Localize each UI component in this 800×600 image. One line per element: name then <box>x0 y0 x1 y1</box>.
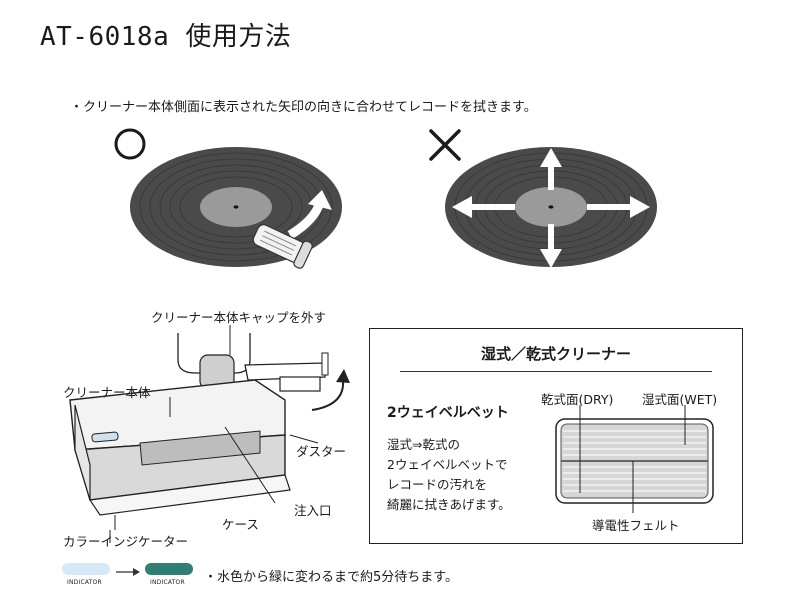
panel-divider <box>400 371 712 372</box>
label-color-indicator: カラーインジケーター <box>63 534 189 549</box>
indicator-after-swatch <box>145 563 193 575</box>
panel-description-line: 綺麗に拭きあげます。 <box>387 497 511 512</box>
cleaner-info-panel <box>369 328 743 544</box>
panel-description-line: 湿式⇒乾式の <box>387 437 460 452</box>
indicator-before-label: INDICATOR <box>67 579 102 586</box>
indicator-before-swatch <box>62 563 110 575</box>
indicator-note: ・水色から緑に変わるまで約5分待ちます。 <box>204 570 458 585</box>
panel-description-line: レコードの汚れを <box>387 477 488 492</box>
correct-mark-icon <box>112 126 148 162</box>
label-inlet: 注入口 <box>294 503 332 518</box>
indicator-after-label: INDICATOR <box>150 579 185 586</box>
incorrect-mark-icon <box>428 128 462 162</box>
label-dry-side: 乾式面(DRY) <box>541 392 614 407</box>
record-correct-illustration <box>130 147 342 269</box>
record-incorrect-illustration <box>445 147 657 268</box>
label-duster: ダスター <box>296 444 347 459</box>
label-body: クリーナー本体 <box>63 385 151 400</box>
velvet-pad-illustration <box>555 405 714 513</box>
cleaner-diagram <box>69 325 350 543</box>
label-cap-remove: クリーナー本体キャップを外す <box>151 310 327 325</box>
panel-title: 湿式／乾式クリーナー <box>480 345 631 363</box>
arrow-right-icon <box>115 563 141 582</box>
panel-subtitle: 2ウェイベルベット <box>387 405 509 421</box>
page-title: AT-6018a 使用方法 <box>40 22 292 52</box>
label-case: ケース <box>222 517 259 532</box>
panel-description-line: 2ウェイベルベットで <box>387 457 508 472</box>
instruction-text: ・クリーナー本体側面に表示された矢印の向きに合わせてレコードを拭きます。 <box>70 100 537 115</box>
label-conductive-felt: 導電性フェルト <box>592 518 680 533</box>
label-wet-side: 湿式面(WET) <box>642 392 718 407</box>
